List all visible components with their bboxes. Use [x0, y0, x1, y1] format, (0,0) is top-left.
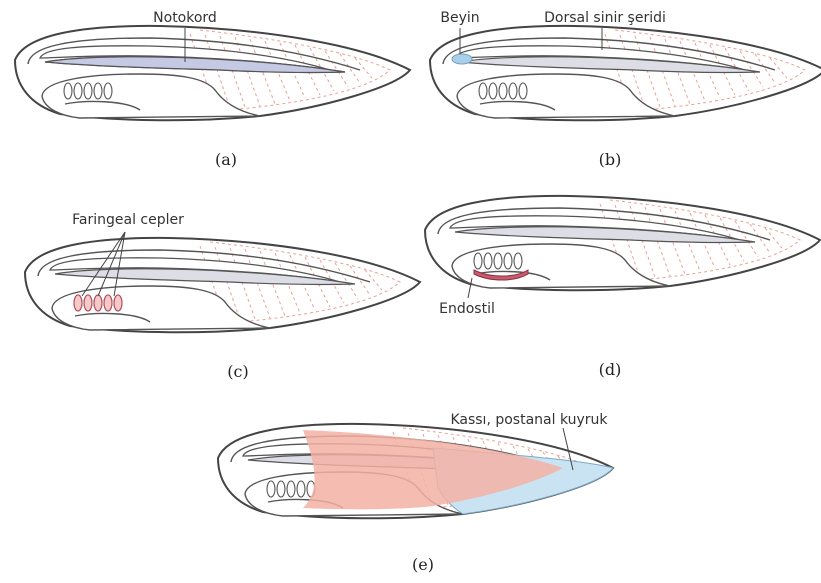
label-endostyle: Endostil	[439, 301, 495, 317]
caption-e: (e)	[412, 555, 434, 574]
pharyngeal-slits-highlight	[74, 295, 122, 311]
caption-d: (d)	[599, 360, 622, 379]
caption-c: (c)	[227, 362, 248, 381]
panel-e: Kassı, postanal kuyruk (e)	[218, 412, 613, 574]
panel-d: Endostil (d)	[425, 196, 820, 379]
panel-a: Notokord (a)	[15, 10, 410, 169]
label-brain: Beyin	[440, 10, 479, 26]
label-muscular-postanal-tail: Kassı, postanal kuyruk	[450, 412, 608, 428]
caption-b: (b)	[599, 150, 622, 169]
panel-b: Beyin Dorsal sinir şeridi (b)	[430, 10, 821, 169]
brain-highlight	[452, 54, 472, 64]
label-dorsal-nerve-cord: Dorsal sinir şeridi	[544, 10, 666, 26]
caption-a: (a)	[215, 150, 237, 169]
panel-c: Faringeal cepler (c)	[25, 212, 420, 381]
label-pharyngeal-pouches: Faringeal cepler	[72, 212, 184, 228]
label-notochord: Notokord	[153, 10, 217, 26]
